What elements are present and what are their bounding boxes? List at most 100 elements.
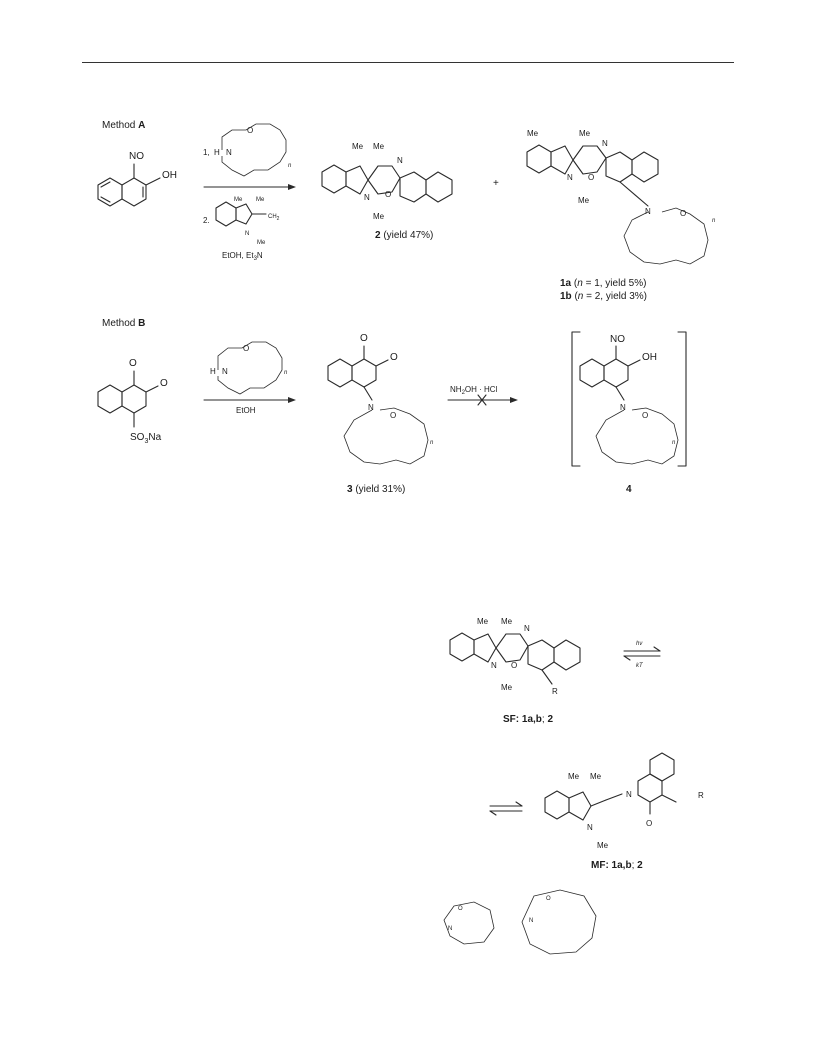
naphthoquinone-structure — [97, 370, 159, 428]
reagent-b-n: N — [222, 367, 228, 376]
step-2-me3: Me — [257, 240, 266, 246]
product-2-structure — [321, 164, 453, 203]
step-1-h: H — [214, 148, 220, 157]
product-1-structure — [526, 144, 709, 265]
reagent-b-h: H — [210, 367, 216, 376]
large-crown — [521, 889, 597, 955]
product-3-caption: 3 (yield 31%) — [347, 484, 405, 495]
step-2-me1: Me — [234, 197, 243, 203]
arrow-c-head — [510, 397, 518, 403]
product-3-o1: O — [360, 333, 368, 344]
product-3-structure — [327, 345, 429, 465]
arrow-a-head — [288, 184, 296, 190]
sulfonate-group: SO3Na — [130, 432, 162, 445]
plus-sign: + — [493, 178, 499, 189]
product-4-n: N — [620, 403, 626, 412]
nitroso-group: NO — [129, 151, 144, 162]
mf-n-imine: N — [626, 790, 632, 799]
product-2-me3: Me — [373, 212, 385, 221]
small-crown — [443, 901, 495, 945]
product-1-crown-n: N — [645, 207, 651, 216]
hydroxyl-group: OH — [162, 170, 177, 181]
mf-structure — [544, 752, 677, 821]
step-2-me2: Me — [256, 197, 265, 203]
mf-n-indoline: N — [587, 823, 593, 832]
product-4-caption: 4 — [626, 484, 632, 495]
method-a-label: Method A — [102, 120, 145, 131]
large-crown-n: N — [529, 918, 533, 924]
product-3-sub: n — [430, 440, 434, 446]
product-1-sub: n — [712, 218, 716, 224]
step-1-sub: n — [288, 163, 292, 169]
product-4-oh: OH — [642, 352, 657, 363]
sf-n-indoline: N — [491, 661, 497, 670]
product-1-me2: Me — [579, 129, 591, 138]
step-2-number: 2. — [203, 216, 210, 225]
nitroso-naphthol-structure — [97, 163, 161, 207]
sf-structure — [449, 632, 581, 685]
product-1-me1: Me — [527, 129, 539, 138]
header-rule — [82, 62, 734, 63]
product-2-n-indoline: N — [364, 193, 370, 202]
sf-me1: Me — [477, 617, 489, 626]
sf-n-ring: N — [524, 624, 530, 633]
sf-me3: Me — [501, 683, 513, 692]
product-1-me3: Me — [578, 196, 590, 205]
reagent-b-sub: n — [284, 370, 288, 376]
aza-crown-reagent-b — [217, 341, 283, 395]
crown-ethers: O N O N — [443, 889, 597, 955]
mf-o: O — [646, 819, 652, 828]
product-4-sub: n — [672, 440, 676, 446]
step-1-o: O — [247, 126, 253, 135]
sf-caption: SF: 1a,b; 2 — [503, 714, 553, 725]
eq-arrow-bottom-label: kT — [636, 663, 644, 669]
sf-r: R — [552, 687, 558, 696]
product-4-no: NO — [610, 334, 625, 345]
reagent-b-o: O — [243, 344, 249, 353]
product-2-caption: 2 (yield 47%) — [375, 230, 433, 241]
reactant-b-o2: O — [160, 378, 168, 389]
equilibrium-scheme: Me Me N N O Me R SF: 1a,b; 2 hν kT Me — [449, 617, 704, 871]
product-2-o: O — [385, 190, 391, 199]
method-a-conditions: EtOH, Et3N — [222, 251, 263, 262]
mf-me2: Me — [590, 772, 602, 781]
arrow-c-reagent: NH2OH · HCl — [450, 385, 498, 396]
mf-r: R — [698, 791, 704, 800]
product-1-o: O — [588, 173, 594, 182]
product-3-n: N — [368, 403, 374, 412]
product-2-me2: Me — [373, 142, 385, 151]
product-2-n-ring: N — [397, 156, 403, 165]
mf-caption: MF: 1a,b; 2 — [591, 860, 643, 871]
product-2-me1: Me — [352, 142, 364, 151]
product-1-n-indoline: N — [567, 173, 573, 182]
mf-me1: Me — [568, 772, 580, 781]
mf-me3: Me — [597, 841, 609, 850]
small-crown-n: N — [448, 926, 452, 932]
aza-crown-reagent-a — [221, 123, 287, 177]
small-crown-o: O — [458, 906, 463, 912]
step-2-ch2: CH2 — [268, 214, 280, 222]
product-1b-caption: 1b (n = 2, yield 3%) — [560, 291, 647, 302]
product-1a-caption: 1a (n = 1, yield 5%) — [560, 278, 646, 289]
method-a: Method A NO OH 1, H N O n 2 — [97, 120, 716, 302]
product-3-o2: O — [390, 352, 398, 363]
method-b: Method B O O SO3Na H N O n EtOH — [97, 318, 687, 495]
product-4-o: O — [642, 411, 648, 420]
arrow-b-head — [288, 397, 296, 403]
step-1-n: N — [226, 148, 232, 157]
sf-o: O — [511, 661, 517, 670]
step-1-number: 1, — [203, 148, 210, 157]
product-3-o: O — [390, 411, 396, 420]
fischer-base-reagent — [215, 201, 267, 227]
product-1-n-ring: N — [602, 139, 608, 148]
product-1-crown-o: O — [680, 209, 686, 218]
reactant-b-o1: O — [129, 358, 137, 369]
method-b-conditions: EtOH — [236, 406, 256, 415]
eq-arrow-top-label: hν — [636, 641, 642, 647]
sf-me2: Me — [501, 617, 513, 626]
step-2-n: N — [245, 231, 249, 237]
method-b-label: Method B — [102, 318, 145, 329]
product-4-structure — [571, 331, 687, 467]
large-crown-o: O — [546, 896, 551, 902]
